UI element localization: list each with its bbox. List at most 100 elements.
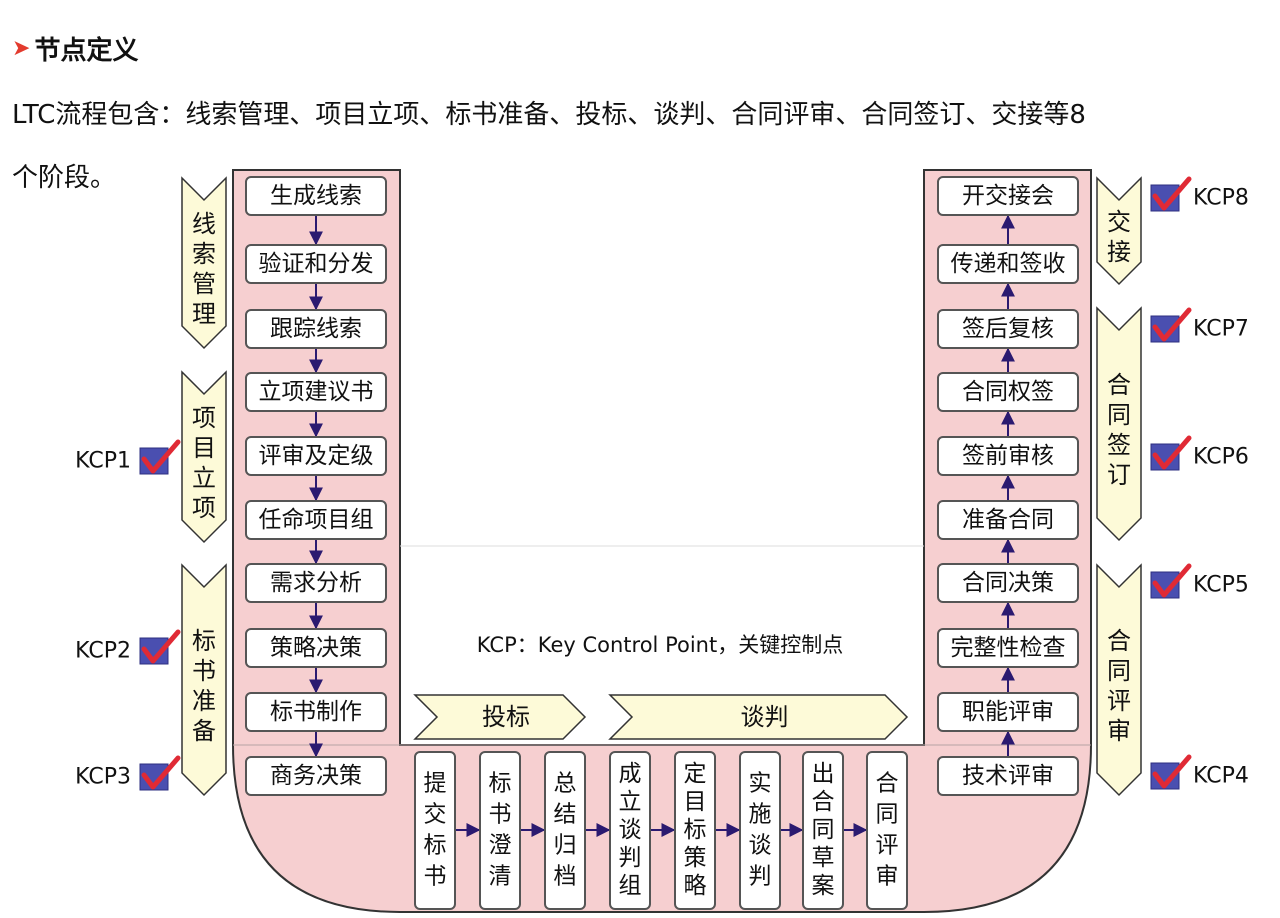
section-heading: ➤ 节点定义: [12, 28, 138, 68]
step-box[interactable]: 生成线索: [245, 176, 387, 216]
step-label: 职能评审: [962, 699, 1054, 725]
step-label: 实施谈判: [749, 771, 772, 890]
stage-label: 线索管理: [192, 210, 216, 328]
step-box[interactable]: 签前审核: [937, 436, 1079, 476]
step-box-frame: [937, 244, 1079, 284]
step-box-frame: [479, 751, 521, 910]
kcp-box: [1150, 571, 1180, 599]
kcp-note: KCP：Key Control Point，关键控制点: [477, 633, 843, 657]
kcp-marker: KCP2: [75, 629, 181, 665]
step-label: 评审及定级: [259, 443, 374, 469]
step-box-frame: [245, 176, 387, 216]
step-box[interactable]: 立项建议书: [245, 372, 387, 412]
check-mark-icon: [1152, 563, 1192, 598]
intro-line-1: LTC流程包含：线索管理、项目立项、标书准备、投标、谈判、合同评审、合同签订、交…: [12, 100, 1086, 130]
bottom-step-box[interactable]: 合同评审: [866, 751, 908, 910]
step-box[interactable]: 准备合同: [937, 500, 1079, 540]
step-box[interactable]: 合同权签: [937, 372, 1079, 412]
bottom-step-box[interactable]: 定目标策略: [674, 751, 716, 910]
stage-label: 项目立项: [192, 404, 216, 522]
kcp-label: KCP6: [1193, 445, 1249, 470]
check-mark-icon: [1152, 307, 1192, 342]
bottom-step-box[interactable]: 成立谈判组: [609, 751, 651, 910]
step-label: 标书澄清: [489, 771, 512, 890]
arrow-bullet-icon: ➤: [12, 35, 31, 61]
step-box-frame: [739, 751, 781, 910]
kcp-marker: KCP4: [1150, 754, 1249, 790]
kcp-box: [1150, 762, 1180, 790]
kcp-label: KCP2: [75, 639, 131, 664]
step-label: 传递和签收: [951, 251, 1066, 277]
stage-banner: 线索管理: [181, 176, 227, 350]
kcp-marker: KCP1: [75, 439, 181, 475]
step-box-frame: [937, 372, 1079, 412]
step-label: 提交标书: [424, 771, 447, 890]
step-label: 生成线索: [270, 183, 362, 209]
stage-banner-shape: [413, 694, 587, 740]
step-label: 准备合同: [962, 507, 1054, 533]
step-box-frame: [802, 751, 844, 910]
step-box[interactable]: 策略决策: [245, 628, 387, 668]
step-box-frame: [245, 563, 387, 603]
step-box[interactable]: 合同决策: [937, 563, 1079, 603]
kcp-marker: KCP7: [1150, 307, 1249, 343]
bottom-step-box[interactable]: 实施谈判: [739, 751, 781, 910]
step-label: 任命项目组: [259, 507, 374, 533]
step-label: 出合同草案: [812, 761, 835, 899]
kcp-marker: KCP5: [1150, 563, 1249, 599]
step-label: 技术评审: [962, 763, 1054, 789]
kcp-box: [139, 447, 169, 475]
step-box[interactable]: 商务决策: [245, 756, 387, 796]
intro-line-2: 个阶段。: [12, 163, 117, 193]
step-box-frame: [245, 628, 387, 668]
step-label: 总结归档: [554, 771, 577, 890]
kcp-marker: KCP6: [1150, 435, 1249, 471]
bottom-step-box[interactable]: 总结归档: [544, 751, 586, 910]
stage-banner-shape: [1096, 563, 1142, 797]
kcp-label: KCP5: [1193, 573, 1249, 598]
step-label: 标书制作: [270, 699, 362, 725]
step-box[interactable]: 完整性检查: [937, 628, 1079, 668]
stage-label: 谈判: [741, 703, 789, 731]
check-mark-icon: [141, 629, 181, 664]
check-mark-icon: [141, 439, 181, 474]
bottom-step-box[interactable]: 提交标书: [414, 751, 456, 910]
step-box[interactable]: 任命项目组: [245, 500, 387, 540]
step-box-frame: [866, 751, 908, 910]
kcp-label: KCP4: [1193, 764, 1249, 789]
step-box[interactable]: 传递和签收: [937, 244, 1079, 284]
check-mark-icon: [141, 755, 181, 790]
step-label: 完整性检查: [951, 635, 1066, 661]
step-box[interactable]: 开交接会: [937, 176, 1079, 216]
step-box-frame: [245, 500, 387, 540]
step-box[interactable]: 验证和分发: [245, 244, 387, 284]
step-label: 开交接会: [962, 183, 1054, 209]
stage-label: 投标: [482, 703, 530, 731]
check-mark-icon: [1152, 754, 1192, 789]
step-box-frame: [937, 309, 1079, 349]
step-box[interactable]: 跟踪线索: [245, 309, 387, 349]
step-box[interactable]: 技术评审: [937, 756, 1079, 796]
stage-banner-shape: [608, 694, 909, 740]
bottom-step-box[interactable]: 标书澄清: [479, 751, 521, 910]
step-box[interactable]: 评审及定级: [245, 436, 387, 476]
stage-banner: 合同评审: [1096, 563, 1142, 797]
step-label: 合同决策: [962, 570, 1054, 596]
step-box-frame: [937, 563, 1079, 603]
step-label: 合同评审: [876, 771, 899, 890]
step-label: 合同权签: [962, 379, 1054, 405]
stage-banner-shape: [181, 176, 227, 350]
step-box[interactable]: 职能评审: [937, 692, 1079, 732]
stage-label: 合同评审: [1107, 627, 1131, 745]
step-box[interactable]: 需求分析: [245, 563, 387, 603]
step-box[interactable]: 标书制作: [245, 692, 387, 732]
step-label: 跟踪线索: [270, 316, 362, 342]
step-box-frame: [245, 309, 387, 349]
bottom-step-box[interactable]: 出合同草案: [802, 751, 844, 910]
stage-label: 合同签订: [1107, 371, 1131, 489]
step-label: 需求分析: [270, 570, 362, 596]
step-box-frame: [544, 751, 586, 910]
step-box[interactable]: 签后复核: [937, 309, 1079, 349]
step-label: 商务决策: [270, 763, 362, 789]
